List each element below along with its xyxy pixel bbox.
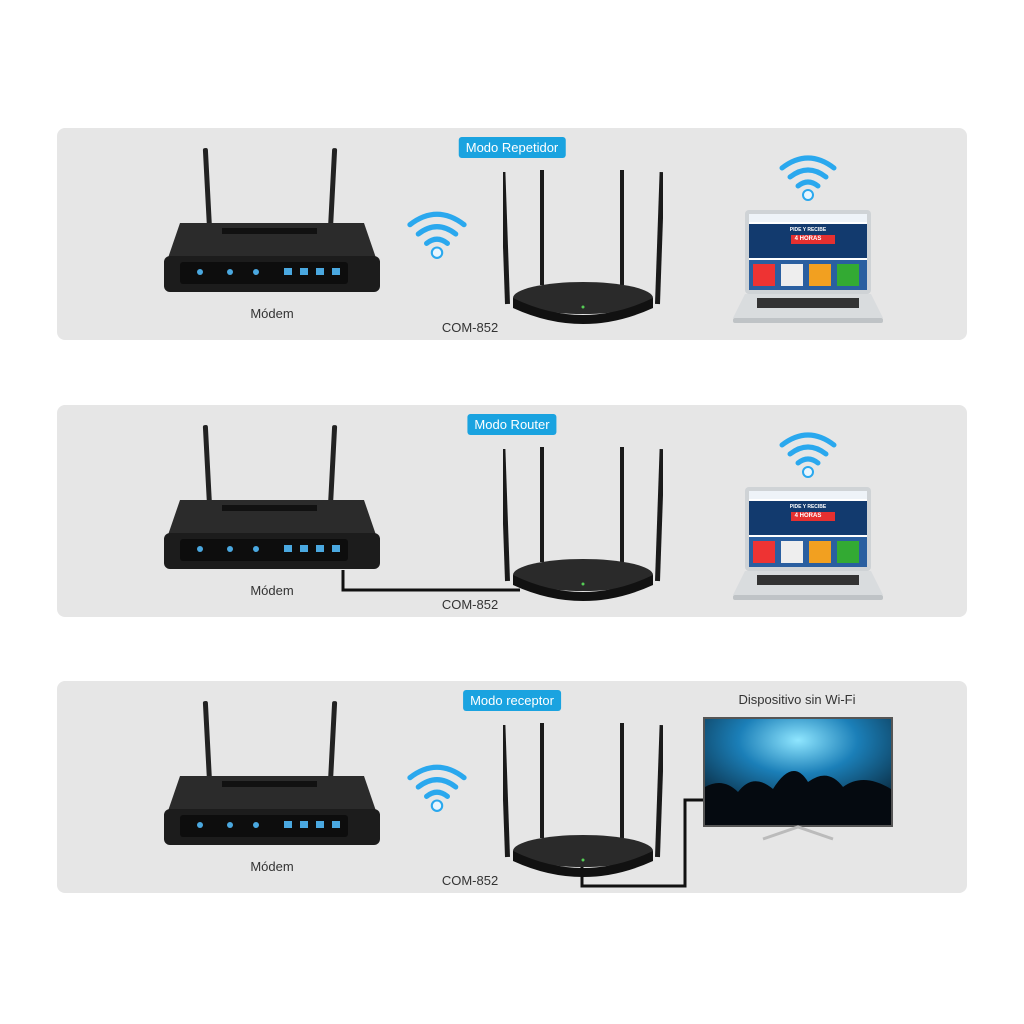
modem-label: Módem: [250, 306, 294, 321]
router-icon: [503, 170, 663, 324]
repeater-diagram: [164, 148, 883, 324]
wifi-icon: [782, 435, 834, 477]
mode-badge: Modo Repetidor: [458, 137, 566, 158]
panel-receiver-mode: Modo receptor Dispositivo sin Wi-Fi Móde…: [57, 681, 967, 893]
router-icon: [503, 723, 663, 877]
mode-badge: Modo Router: [467, 414, 557, 435]
ethernet-cable: [580, 798, 708, 888]
laptop-promo-top: PIDE Y RECIBE: [789, 227, 827, 233]
panel-router-mode: PIDE Y RECIBE 4 HORAS Modo Router Módem …: [57, 405, 967, 617]
device-label: Dispositivo sin Wi-Fi: [738, 692, 856, 707]
wifi-icon: [410, 214, 464, 258]
modem-label: Módem: [250, 859, 294, 874]
laptop-promo-bottom: 4 HORAS: [794, 236, 822, 242]
router-label: COM-852: [441, 320, 499, 335]
modem-icon: [164, 701, 380, 845]
panel-repeater-mode: PIDE Y RECIBE 4 HORAS Modo Repetidor Mód…: [57, 128, 967, 340]
modem-icon: [164, 425, 380, 569]
wifi-icon: [782, 158, 834, 200]
mode-badge: Modo receptor: [463, 690, 561, 711]
router-diagram: [164, 425, 883, 601]
ethernet-cable: [341, 570, 520, 592]
modem-label: Módem: [250, 583, 294, 598]
router-icon: [503, 447, 663, 601]
laptop-promo-top: PIDE Y RECIBE: [789, 504, 827, 510]
router-label: COM-852: [441, 597, 499, 612]
receiver-diagram: [164, 701, 893, 888]
router-label: COM-852: [441, 873, 499, 888]
tv-icon: [703, 717, 893, 841]
modem-icon: [164, 148, 380, 292]
laptop-promo-bottom: 4 HORAS: [794, 513, 822, 519]
wifi-icon: [410, 767, 464, 811]
